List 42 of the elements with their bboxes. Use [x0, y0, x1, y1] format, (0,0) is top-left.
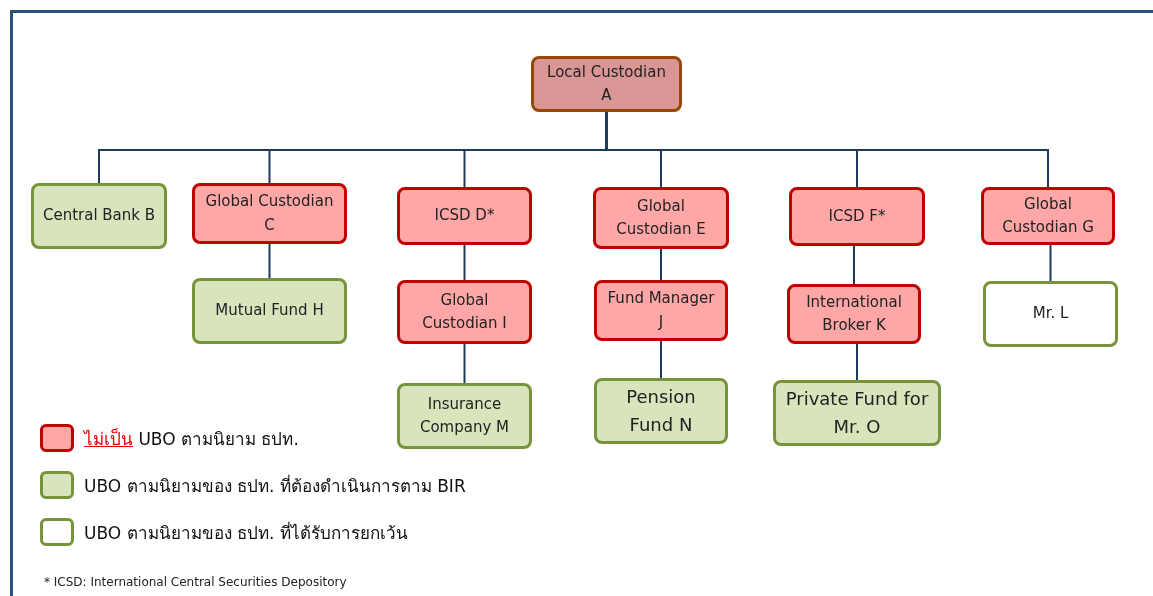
entity-box: [192, 278, 347, 344]
entity-name: ICSD F*: [828, 205, 886, 227]
entity-name: ICSD D*: [434, 205, 495, 227]
entity-name: Private Fund for Mr. O: [784, 387, 930, 439]
entity-box: [789, 187, 925, 246]
connector-line: [660, 248, 662, 281]
entity-name: Pension Fund N: [625, 385, 697, 437]
legend-text: ไม่เป็น UBO ตามนิยาม ธปท.: [84, 427, 299, 451]
legend-text: UBO ตามนิยามของ ธปท. ที่ต้องดำเนินการตาม BIR: [84, 473, 466, 498]
entity-box: [192, 183, 347, 244]
entity-box: [981, 187, 1115, 245]
entity-name: Global Custodian E: [615, 195, 707, 240]
entity-name: Global Custodian C: [204, 191, 335, 236]
connector-line: [268, 243, 271, 279]
entity-name: Global Custodian I: [421, 289, 508, 334]
connector-line: [660, 340, 662, 379]
connector-line: [463, 244, 466, 281]
connector-line: [853, 245, 855, 285]
entity-box: [983, 281, 1118, 347]
connector-line: [463, 343, 466, 384]
footnote: * ICSD: International Central Securities Depository: [44, 575, 347, 589]
entity-name: Fund Manager J: [606, 288, 716, 333]
entity-name: Mutual Fund H: [215, 300, 324, 322]
entity-box: [773, 380, 941, 446]
entity-name: Local Custodian A: [546, 61, 667, 106]
entity-box: [531, 56, 682, 112]
legend-text: UBO ตามนิยามของ ธปท. ที่ได้รับการยกเว้น: [84, 520, 408, 545]
entity-box: [397, 187, 532, 245]
entity-box: [787, 284, 921, 344]
entity-name: Insurance Company M: [418, 393, 511, 438]
entity-box: [594, 378, 728, 444]
entity-box: [593, 187, 729, 249]
connector-line: [856, 343, 858, 381]
entity-box: [397, 383, 532, 449]
entity-name: Central Bank B: [42, 205, 156, 227]
entity-name: Mr. L: [1032, 303, 1069, 325]
entity-box: [594, 280, 728, 341]
entity-name: Global Custodian G: [1001, 193, 1095, 238]
entity-box: [31, 183, 167, 249]
connector-line: [1049, 244, 1052, 282]
entity-name: International Broker K: [805, 291, 903, 336]
entity-box: [397, 280, 532, 344]
